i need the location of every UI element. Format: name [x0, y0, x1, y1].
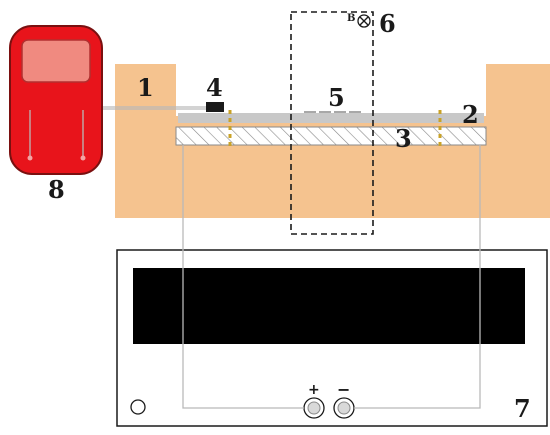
- recess: [176, 64, 486, 96]
- label-2: 2: [462, 100, 479, 129]
- positive-terminal: [303, 397, 325, 419]
- circuit-wire-left: [182, 145, 304, 409]
- label-8: 8: [48, 175, 65, 204]
- label-5: 5: [328, 83, 345, 112]
- positive-label: +: [308, 382, 320, 398]
- label-3: 3: [395, 124, 412, 153]
- sensor-chip: [206, 102, 224, 112]
- label-1: 1: [137, 73, 154, 102]
- field-into-page-icon: [357, 14, 371, 28]
- label-4: 4: [206, 73, 223, 102]
- substrate-layer: [175, 126, 487, 146]
- circuit-wire-right: [354, 145, 481, 409]
- multimeter-screen: [21, 39, 91, 83]
- supply-display: [133, 268, 525, 344]
- negative-terminal: [333, 397, 355, 419]
- field-label: B: [347, 13, 356, 24]
- field-region: [290, 11, 374, 235]
- power-knob: [130, 399, 146, 415]
- negative-label: −: [337, 380, 351, 399]
- meter-port-left: [27, 155, 33, 161]
- label-6: 6: [379, 9, 396, 38]
- meter-port-right: [80, 155, 86, 161]
- label-7: 7: [514, 394, 531, 423]
- thin-film: [178, 113, 484, 123]
